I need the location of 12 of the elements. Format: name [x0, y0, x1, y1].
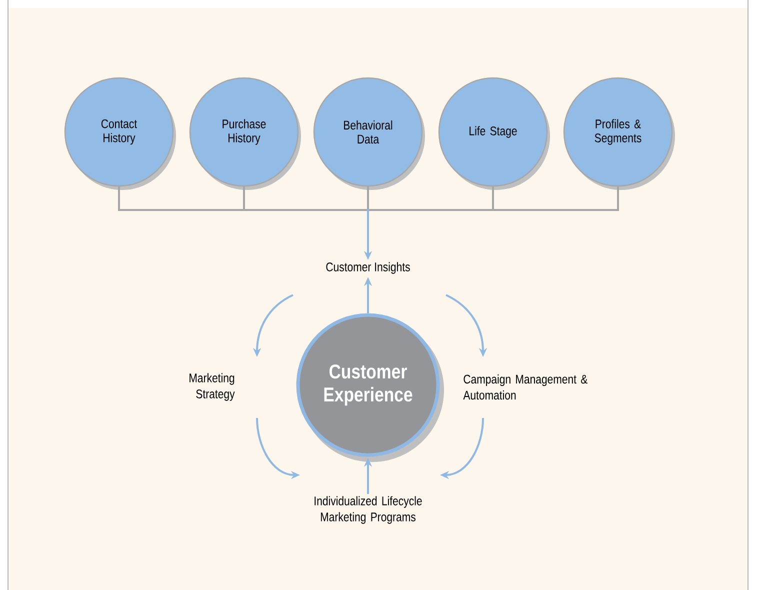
circle-node: Purchase History [189, 77, 299, 187]
node-label: Marketing Strategy [190, 373, 235, 401]
circle-node: Life Stage [438, 77, 548, 187]
node-label: Campaign Management & Automation [463, 374, 588, 400]
circle-node: Profiles & Segments [563, 77, 673, 187]
bracket-line [367, 186, 369, 210]
circle-node: Contact History [64, 77, 174, 187]
circle-node: Behavioral Data [313, 77, 423, 187]
bracket-line [368, 186, 619, 211]
node-label: Individualized Lifecycle Marketing Programs [314, 496, 422, 524]
node-label: Customer Insights [326, 262, 410, 274]
bracket-line [243, 186, 368, 211]
